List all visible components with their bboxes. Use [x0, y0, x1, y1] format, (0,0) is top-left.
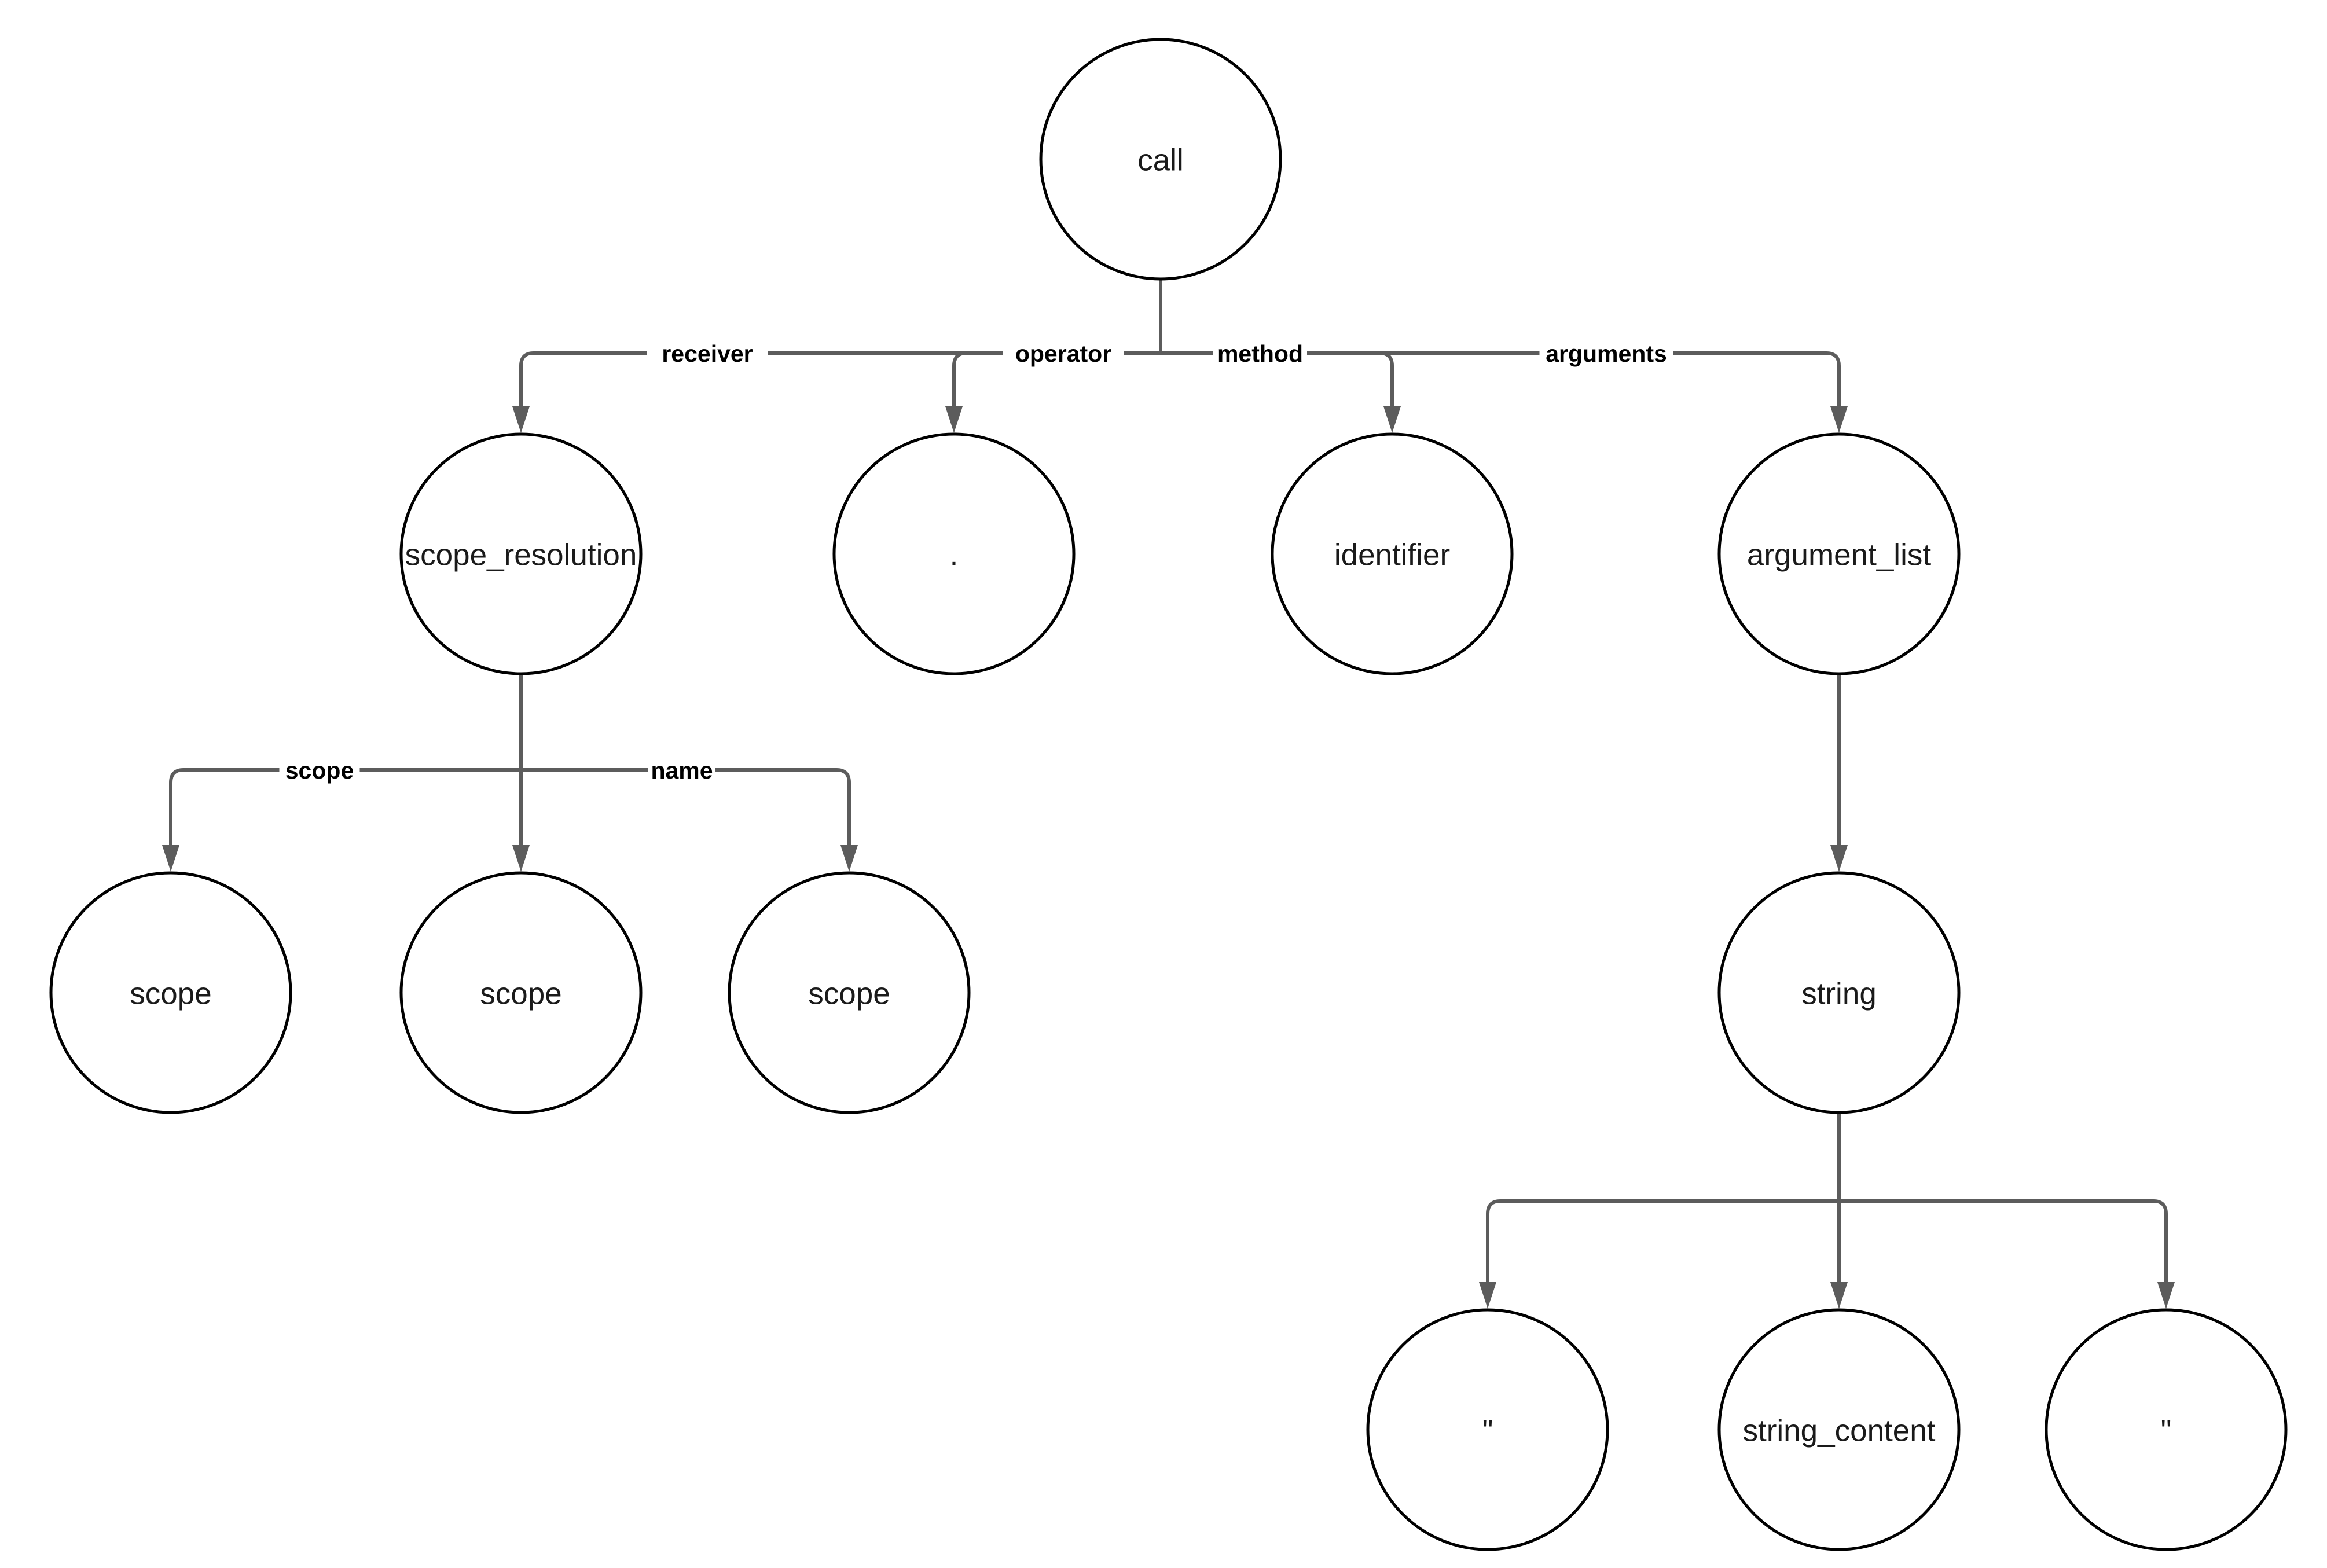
arrowhead-e-q-open — [1479, 1282, 1496, 1309]
node-label-quote_open: " — [1482, 1414, 1493, 1448]
arrowhead-e-arguments — [1830, 406, 1848, 433]
node-label-operator_dot: . — [950, 538, 959, 572]
node-circle-string_content[interactable] — [1717, 1308, 1961, 1551]
node-argument_list[interactable]: argument_list — [1717, 432, 1961, 675]
edge-e-scope — [169, 768, 521, 845]
node-label-scope_2: scope — [480, 977, 561, 1011]
edge-label-e-operator: operator — [1015, 340, 1111, 367]
node-label-scope_1: scope — [130, 977, 211, 1011]
node-circle-scope_3[interactable] — [728, 871, 971, 1114]
node-quote_open[interactable]: " — [1366, 1308, 1609, 1551]
nodes-layer: call scope_resolution. identifier argument_… — [49, 38, 2288, 1551]
node-label-string_content: string_content — [1743, 1414, 1936, 1448]
arrowhead-e-method — [1383, 406, 1401, 433]
edge-label-e-name: name — [651, 757, 713, 784]
edge-label-e-arguments: arguments — [1546, 340, 1667, 367]
arrowhead-e-arg-str — [1830, 845, 1848, 872]
node-label-call: call — [1137, 144, 1184, 178]
node-scope_2[interactable]: scope — [399, 871, 643, 1114]
node-scope_resolution[interactable]: scope_resolution — [399, 432, 643, 675]
arrowhead-e-q-close — [2157, 1282, 2175, 1309]
node-circle-operator_dot[interactable] — [832, 432, 1076, 675]
edge-label-backdrop-e-method — [1213, 338, 1307, 368]
edge-e-receiver — [519, 351, 1161, 406]
edges-layer — [162, 279, 2175, 1309]
arrowhead-e-scope — [162, 845, 179, 872]
node-label-string: string — [1801, 977, 1877, 1011]
node-circle-scope_2[interactable] — [399, 871, 643, 1114]
edge-e-name — [521, 768, 851, 845]
edge-label-backdrop-e-scope — [279, 755, 360, 785]
node-identifier[interactable]: identifier — [1271, 432, 1514, 675]
node-label-scope_3: scope — [808, 977, 890, 1011]
node-circle-argument_list[interactable] — [1717, 432, 1961, 675]
arrowhead-e-name — [840, 845, 858, 872]
edge-label-e-method: method — [1217, 340, 1303, 367]
arrowhead-e-unnamed-1 — [512, 845, 530, 872]
edge-labels-layer: receiver operator method arguments scope name — [279, 338, 1673, 785]
node-string[interactable]: string — [1717, 871, 1961, 1114]
node-circle-call[interactable] — [1039, 38, 1282, 281]
node-circle-quote_open[interactable] — [1366, 1308, 1609, 1551]
node-circle-string[interactable] — [1717, 871, 1961, 1114]
edge-label-e-scope: scope — [285, 757, 354, 784]
arrowhead-e-operator — [945, 406, 963, 433]
edge-e-q-open — [1486, 1199, 1839, 1282]
edge-e-arguments — [1161, 351, 1841, 406]
node-label-quote_close: " — [2161, 1414, 2172, 1448]
edge-label-backdrop-e-name — [648, 755, 715, 785]
node-quote_close[interactable]: " — [2045, 1308, 2288, 1551]
node-circle-scope_1[interactable] — [49, 871, 292, 1114]
node-circle-quote_close[interactable] — [2045, 1308, 2288, 1551]
edge-e-q-close — [1839, 1199, 2168, 1282]
edge-label-backdrop-e-arguments — [1539, 338, 1673, 368]
node-scope_1[interactable]: scope — [49, 871, 292, 1114]
node-string_content[interactable]: string_content — [1717, 1308, 1961, 1551]
node-scope_3[interactable]: scope — [728, 871, 971, 1114]
node-label-argument_list: argument_list — [1747, 538, 1931, 572]
edge-label-backdrop-e-receiver — [647, 338, 768, 368]
edge-label-e-receiver: receiver — [662, 340, 753, 367]
arrowhead-e-content — [1830, 1282, 1848, 1309]
node-label-scope_resolution: scope_resolution — [405, 538, 637, 572]
edge-e-operator — [952, 351, 1161, 406]
edge-label-backdrop-e-operator — [1003, 338, 1124, 368]
node-circle-scope_resolution[interactable] — [399, 432, 643, 675]
node-circle-identifier[interactable] — [1271, 432, 1514, 675]
node-label-identifier: identifier — [1334, 538, 1450, 572]
arrowhead-e-receiver — [512, 406, 530, 433]
node-call[interactable]: call — [1039, 38, 1282, 281]
node-operator_dot[interactable]: . — [832, 432, 1076, 675]
